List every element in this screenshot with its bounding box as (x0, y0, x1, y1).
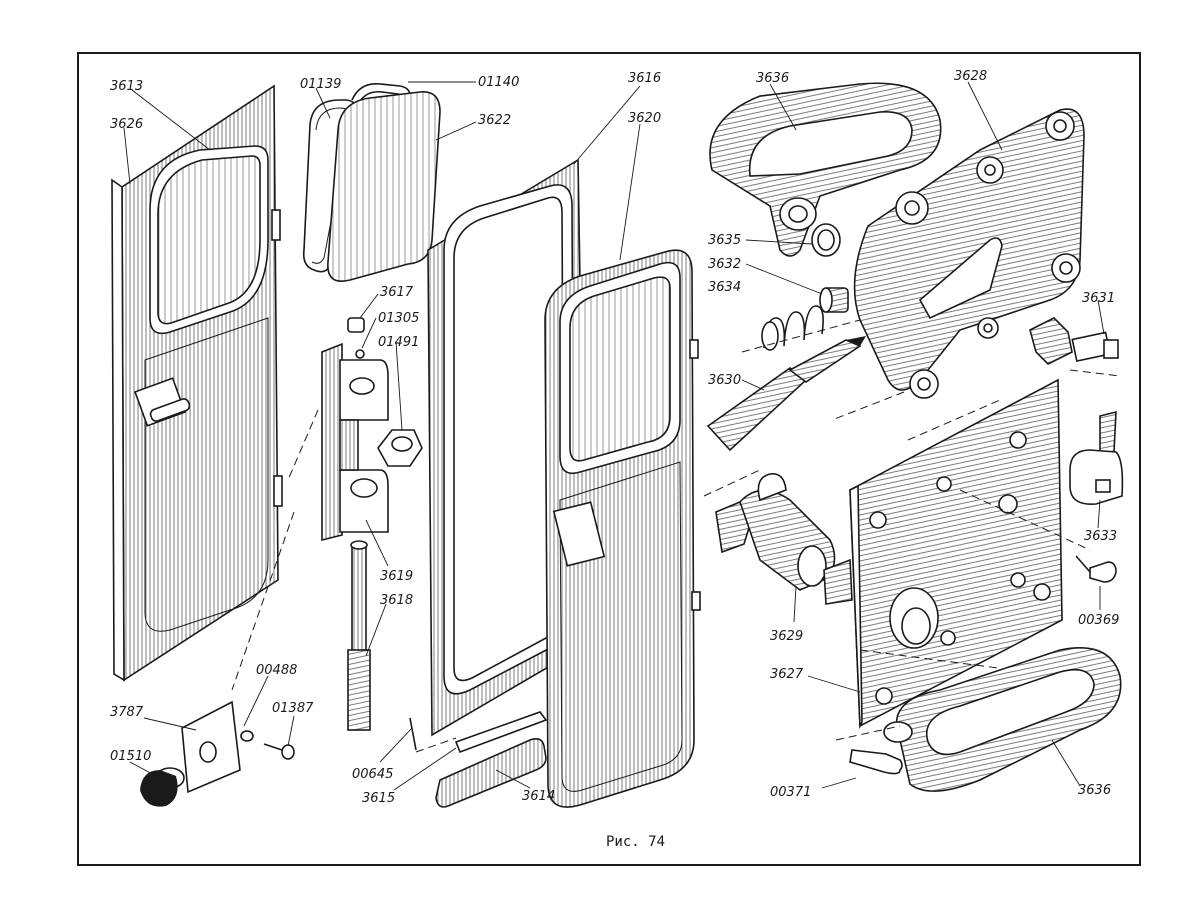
label-00369: 00369 (1078, 613, 1119, 628)
label-3618: 3618 (380, 593, 413, 608)
label-00645: 00645 (352, 767, 393, 782)
label-3634: 3634 (708, 280, 741, 295)
glass-3622 (327, 91, 441, 282)
label-3619: 3619 (380, 569, 413, 584)
label-3622: 3622 (478, 113, 511, 128)
label-01140: 01140 (478, 75, 519, 90)
label-3627: 3627 (770, 667, 804, 682)
shaft-3631 (1029, 317, 1119, 365)
bracket-3628 (853, 108, 1085, 399)
washer-3635 (811, 223, 841, 257)
latch-bracket-3619 (321, 342, 389, 542)
label-3615: 3615 (362, 791, 395, 806)
plate-3627 (849, 378, 1063, 730)
label-3632: 3632 (708, 257, 741, 272)
lever-3633 (1069, 410, 1124, 505)
screw-00371 (849, 749, 903, 775)
screw-00645 (409, 717, 417, 751)
label-00371: 00371 (770, 785, 811, 800)
label-3616: 3616 (628, 71, 661, 86)
label-3617: 3617 (380, 285, 414, 300)
catch-3787 (181, 700, 241, 794)
figure-caption: Рис. 74 (606, 834, 665, 850)
figure-frame (77, 52, 1141, 866)
label-01510: 01510 (110, 749, 151, 764)
lock-body-3629 (715, 473, 853, 605)
part-labels: 3613 3626 01139 01140 3622 3616 3620 363… (110, 69, 1119, 806)
spring-3634 (761, 305, 824, 351)
label-3629: 3629 (770, 629, 803, 644)
label-01387: 01387 (272, 701, 314, 716)
label-3628: 3628 (954, 69, 987, 84)
cap-3617 (347, 317, 365, 359)
handle-3636-top (709, 82, 942, 257)
hinge-3614 (435, 711, 548, 808)
label-3626: 3626 (110, 117, 143, 132)
pin-3618 (347, 540, 371, 731)
door-3620 (544, 249, 701, 808)
door-left (111, 84, 283, 682)
handle-3636-bottom (883, 647, 1122, 792)
assembly-lines (231, 319, 1121, 753)
label-3630: 3630 (708, 373, 741, 388)
label-3633: 3633 (1084, 529, 1117, 544)
label-00488: 00488 (256, 663, 297, 678)
label-3636-bottom: 3636 (1078, 783, 1111, 798)
leader-lines (123, 81, 1105, 791)
label-3636-top: 3636 (756, 71, 789, 86)
label-3635: 3635 (708, 233, 741, 248)
screw-00369 (1075, 555, 1117, 583)
label-3613: 3613 (110, 79, 143, 94)
knob-01510 (140, 767, 185, 807)
bushing-3632 (819, 287, 849, 313)
label-3620: 3620 (628, 111, 661, 126)
latch-pin-3630 (706, 336, 866, 452)
label-3614: 3614 (522, 789, 555, 804)
label-3631: 3631 (1082, 291, 1115, 306)
label-01305: 01305 (378, 311, 419, 326)
washer-00488 (240, 730, 254, 742)
nut-01491 (377, 429, 423, 467)
label-3787: 3787 (110, 705, 144, 720)
screw-01387 (263, 743, 295, 760)
label-01139: 01139 (300, 77, 341, 92)
label-01491: 01491 (378, 335, 419, 350)
